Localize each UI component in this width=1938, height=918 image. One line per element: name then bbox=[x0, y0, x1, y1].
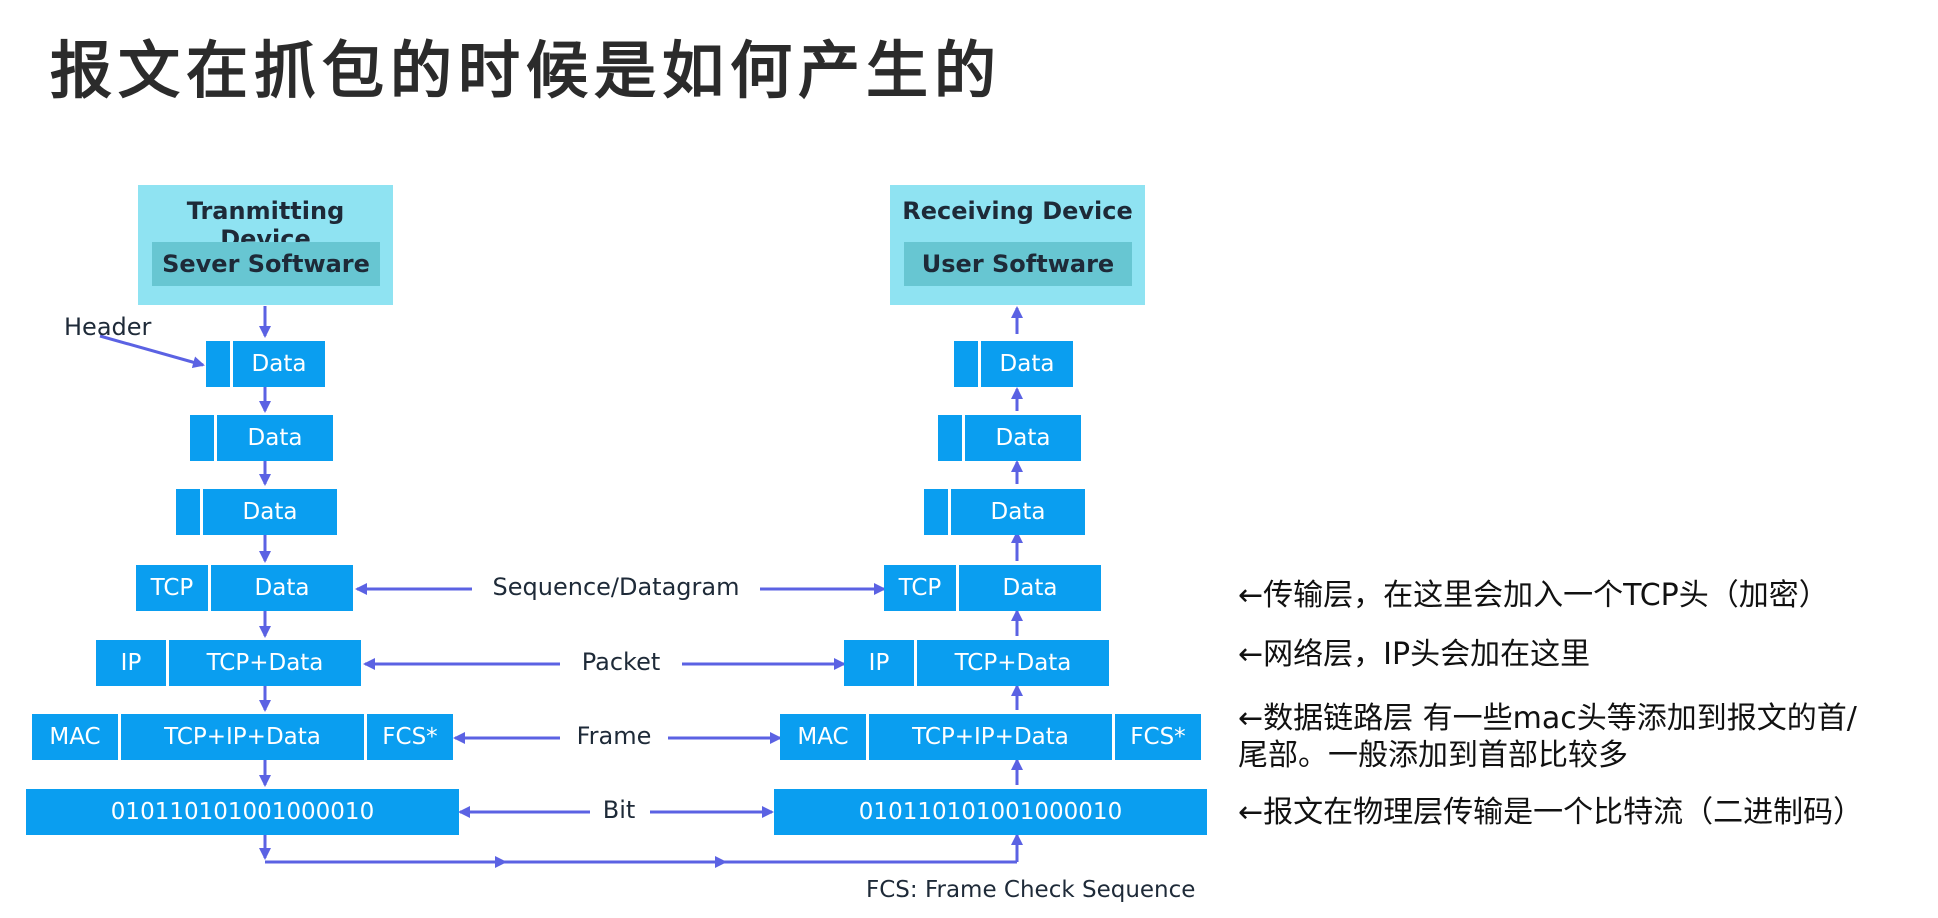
frame-label: Frame bbox=[572, 722, 656, 750]
tx-header-block-2 bbox=[190, 415, 214, 461]
rx-header-block-1 bbox=[954, 341, 978, 387]
header-pointer bbox=[99, 334, 205, 369]
tx-tcp-data-block: Data bbox=[211, 565, 353, 611]
note-network-layer: ←网络层，IP头会加在这里 bbox=[1238, 637, 1591, 672]
tx-fcs-block: FCS* bbox=[367, 714, 453, 760]
rx-bit-block: 010110101001000010 bbox=[774, 789, 1207, 835]
tx-tcp-block: TCP bbox=[136, 565, 208, 611]
header-label: Header bbox=[64, 313, 152, 341]
note-datalink-layer-line2: 尾部。一般添加到首部比较多 bbox=[1238, 738, 1628, 773]
rx-mac-payload-block: TCP+IP+Data bbox=[869, 714, 1112, 760]
user-software: User Software bbox=[904, 242, 1132, 286]
rx-fcs-block: FCS* bbox=[1115, 714, 1201, 760]
tx-data-block-3: Data bbox=[203, 489, 337, 535]
rx-header-block-3 bbox=[924, 489, 948, 535]
page-title: 报文在抓包的时候是如何产生的 bbox=[50, 34, 1003, 107]
note-physical-layer: ←报文在物理层传输是一个比特流（二进制码） bbox=[1238, 795, 1864, 830]
rx-data-block-1: Data bbox=[981, 341, 1073, 387]
fcs-note: FCS: Frame Check Sequence bbox=[866, 877, 1196, 903]
rx-ip-tcpdata-block: TCP+Data bbox=[917, 640, 1109, 686]
rx-ip-block: IP bbox=[844, 640, 914, 686]
tx-ip-block: IP bbox=[96, 640, 166, 686]
tx-ip-tcpdata-block: TCP+Data bbox=[169, 640, 361, 686]
tx-bit-block: 010110101001000010 bbox=[26, 789, 459, 835]
rx-data-block-3: Data bbox=[951, 489, 1085, 535]
rx-tcp-data-block: Data bbox=[959, 565, 1101, 611]
transmitting-device: Tranmitting Device Sever Software bbox=[138, 185, 393, 305]
sequence-label: Sequence/Datagram bbox=[488, 573, 744, 601]
tx-mac-block: MAC bbox=[32, 714, 118, 760]
tx-header-block-3 bbox=[176, 489, 200, 535]
bit-label: Bit bbox=[598, 796, 640, 824]
tx-data-block-1: Data bbox=[233, 341, 325, 387]
receiving-device: Receiving Device User Software bbox=[890, 185, 1145, 305]
tx-data-block-2: Data bbox=[217, 415, 333, 461]
tx-header-block-1 bbox=[206, 341, 230, 387]
rx-mac-block: MAC bbox=[780, 714, 866, 760]
rx-tcp-block: TCP bbox=[884, 565, 956, 611]
note-transport-layer: ←传输层，在这里会加入一个TCP头（加密） bbox=[1238, 578, 1829, 613]
note-datalink-layer-line1: ←数据链路层 有一些mac头等添加到报文的首/ bbox=[1238, 701, 1857, 736]
rx-header-block-2 bbox=[938, 415, 962, 461]
packet-label: Packet bbox=[577, 648, 665, 676]
server-software: Sever Software bbox=[152, 242, 380, 286]
tx-mac-payload-block: TCP+IP+Data bbox=[121, 714, 364, 760]
rx-data-block-2: Data bbox=[965, 415, 1081, 461]
receiving-device-label: Receiving Device bbox=[902, 197, 1133, 225]
